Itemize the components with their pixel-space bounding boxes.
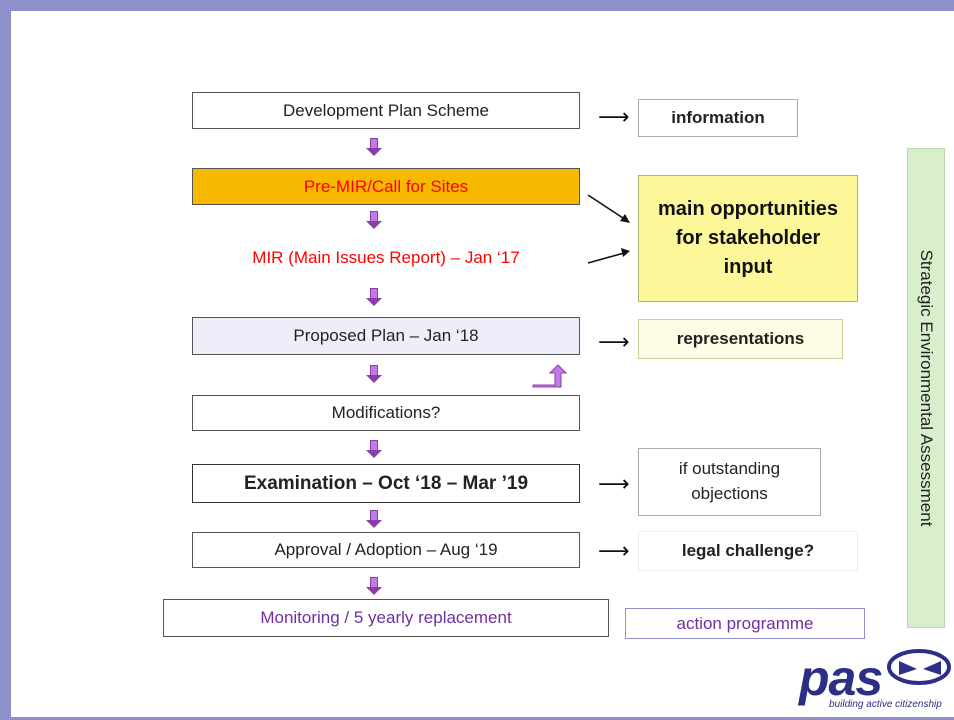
- main-opportunities-label: main opportunities for stakeholder input: [658, 198, 838, 278]
- proposed-plan-label: Proposed Plan – Jan ‘18: [293, 326, 479, 345]
- mir-label: MIR (Main Issues Report) – Jan ‘17: [252, 247, 520, 267]
- information-label: information: [671, 108, 765, 127]
- representations-label: representations: [676, 329, 805, 348]
- arrow-to-representations: ⟶: [598, 330, 630, 355]
- pas-tagline: building active citizenship: [829, 699, 942, 710]
- arrow-to-if-outstanding: ⟶: [598, 472, 630, 497]
- approval-box: Approval / Adoption – Aug ‘19: [192, 532, 580, 568]
- loop-back-arrow-icon: [532, 364, 567, 388]
- modifications-box: Modifications?: [192, 395, 580, 431]
- if-outstanding-box: if outstanding objections: [638, 448, 821, 516]
- action-programme-box: action programme: [625, 608, 865, 639]
- legal-challenge-box: legal challenge?: [638, 531, 858, 571]
- monitoring-label: Monitoring / 5 yearly replacement: [260, 608, 512, 627]
- arrow-to-information: ⟶: [598, 105, 630, 130]
- pre-mir-box: Pre-MIR/Call for Sites: [192, 168, 580, 205]
- modifications-label: Modifications?: [331, 403, 441, 422]
- legal-challenge-label: legal challenge?: [681, 541, 815, 560]
- examination-box: Examination – Oct ‘18 – Mar ’19: [192, 464, 580, 503]
- information-box: information: [638, 99, 798, 137]
- examination-label: Examination – Oct ‘18 – Mar ’19: [243, 472, 529, 494]
- main-opportunities-box: main opportunities for stakeholder input: [638, 175, 858, 302]
- arrow-mir-to-opportunities: [587, 248, 630, 264]
- proposed-plan-box: Proposed Plan – Jan ‘18: [192, 317, 580, 355]
- arrow-pre-mir-to-opportunities: [587, 194, 630, 223]
- action-programme-label: action programme: [676, 613, 814, 633]
- pas-wordmark: pas: [799, 650, 883, 706]
- pas-logo-graphic: [887, 649, 951, 685]
- development-plan-scheme-label: Development Plan Scheme: [282, 100, 489, 120]
- pas-logo: pas building active citizenship: [795, 641, 954, 715]
- sea-sidebar: Strategic Environmental Assessment: [907, 148, 945, 628]
- pre-mir-label: Pre-MIR/Call for Sites: [303, 176, 469, 196]
- arrow-to-legal-challenge: ⟶: [598, 539, 630, 564]
- approval-label: Approval / Adoption – Aug ‘19: [274, 540, 498, 559]
- mir-text: MIR (Main Issues Report) – Jan ‘17: [192, 240, 580, 275]
- representations-box: representations: [638, 319, 843, 359]
- development-plan-scheme-box: Development Plan Scheme: [192, 92, 580, 129]
- sea-label: Strategic Environmental Assessment: [917, 249, 936, 527]
- monitoring-box: Monitoring / 5 yearly replacement: [163, 599, 609, 637]
- if-outstanding-label: if outstanding objections: [678, 459, 781, 503]
